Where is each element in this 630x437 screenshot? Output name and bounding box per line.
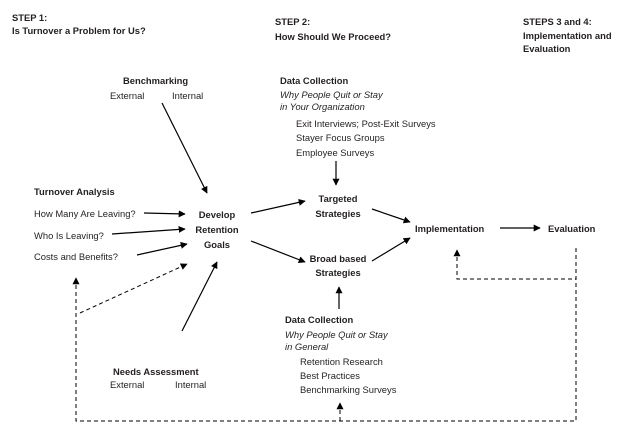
data-collection-general-title: Data Collection xyxy=(285,314,354,325)
arrow-how-many-to-goals xyxy=(143,210,186,218)
step1-label: STEP 1: xyxy=(12,12,48,23)
turnover-analysis-title: Turnover Analysis xyxy=(34,186,115,197)
data-collection-general-item-research: Retention Research xyxy=(300,356,383,367)
benchmarking-title: Benchmarking xyxy=(123,75,189,86)
data-collection-general-subtitle-2: in General xyxy=(285,341,329,352)
turnover-item-who: Who Is Leaving? xyxy=(34,230,104,241)
step2-label: STEP 2: xyxy=(275,16,311,27)
step34-label: STEPS 3 and 4: xyxy=(523,16,592,27)
needs-assessment-internal: Internal xyxy=(175,379,207,390)
develop-goals-line3: Goals xyxy=(203,239,231,250)
step34-title-line2: Evaluation xyxy=(523,43,571,54)
benchmarking-internal: Internal xyxy=(172,90,204,101)
develop-goals-line2: Retention xyxy=(195,224,239,235)
needs-assessment-external: External xyxy=(110,379,145,390)
data-collection-org-subtitle-2: in Your Organization xyxy=(280,101,365,112)
arrow-who-to-goals xyxy=(111,225,186,235)
arrow-benchmarking-to-goals xyxy=(161,102,208,194)
data-collection-general-item-surveys: Benchmarking Surveys xyxy=(300,384,397,395)
data-collection-org-item-stayer: Stayer Focus Groups xyxy=(296,132,385,143)
arrow-needs-to-goals xyxy=(181,261,218,332)
needs-assessment-title: Needs Assessment xyxy=(113,366,199,377)
dashed-loop-evaluation-to-turnover xyxy=(72,248,577,422)
arrow-goals-to-targeted xyxy=(250,198,306,214)
targeted-strategies-line1: Targeted xyxy=(318,193,358,204)
dashed-loop-evaluation-to-implementation xyxy=(453,248,577,280)
step2-title: How Should We Proceed? xyxy=(275,31,391,42)
broad-strategies-line1: Broad based xyxy=(309,253,367,264)
step34-title-line1: Implementation and xyxy=(523,30,612,41)
benchmarking-external: External xyxy=(110,90,145,101)
data-collection-org-item-exit: Exit Interviews; Post-Exit Surveys xyxy=(296,118,436,129)
data-collection-general-item-practices: Best Practices xyxy=(300,370,360,381)
arrow-costs-to-goals xyxy=(136,241,188,256)
data-collection-org-title: Data Collection xyxy=(280,75,349,86)
step1-title: Is Turnover a Problem for Us? xyxy=(12,25,146,36)
dashed-arrow-to-goals xyxy=(79,263,188,314)
evaluation-label: Evaluation xyxy=(548,223,596,234)
targeted-strategies-line2: Strategies xyxy=(315,208,361,219)
data-collection-general-subtitle-1: Why People Quit or Stay xyxy=(285,329,388,340)
data-collection-org-item-surveys: Employee Surveys xyxy=(296,147,375,158)
data-collection-org-subtitle-1: Why People Quit or Stay xyxy=(280,89,383,100)
develop-goals-line1: Develop xyxy=(198,209,236,220)
broad-strategies-line2: Strategies xyxy=(315,267,361,278)
arrow-targeted-to-implementation xyxy=(371,208,411,224)
arrow-goals-to-broad xyxy=(250,240,306,263)
implementation-label: Implementation xyxy=(415,223,485,234)
turnover-item-how-many: How Many Are Leaving? xyxy=(34,208,136,219)
turnover-item-costs: Costs and Benefits? xyxy=(34,251,118,262)
arrow-broad-to-implementation xyxy=(371,237,411,262)
